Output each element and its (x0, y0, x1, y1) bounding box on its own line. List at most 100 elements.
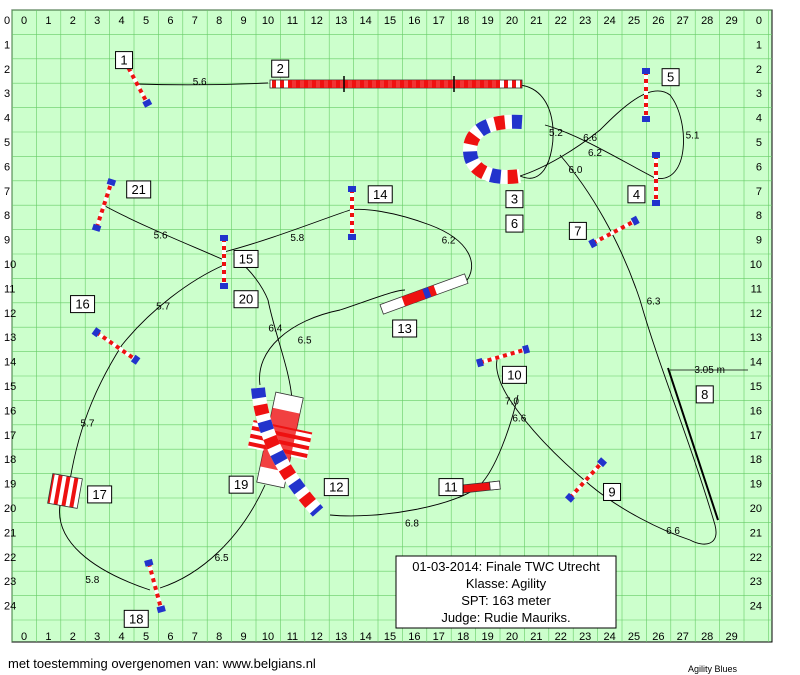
x-tick-label: 23 (579, 631, 591, 643)
dog-path (59, 82, 717, 591)
x-tick-label: 7 (192, 15, 198, 27)
number-box (233, 249, 259, 268)
x-tick-label: 9 (241, 631, 247, 643)
x-tick-label: 28 (701, 631, 713, 643)
tunnel-3-6 (462, 114, 523, 184)
x-tick-label: 14 (359, 15, 371, 27)
x-tick-label: 10 (262, 631, 274, 643)
y-tick-label: 23 (750, 576, 762, 588)
y-tick-label: 21 (4, 527, 16, 539)
x-tick-label: 1 (45, 15, 51, 27)
number-box (271, 59, 290, 78)
y-tick-label: 0 (4, 15, 10, 27)
obstacle-number-16: 16 (70, 295, 96, 314)
number-label: 5 (667, 70, 674, 85)
y-tick-label: 12 (750, 308, 762, 320)
obstacle-number-13: 13 (392, 319, 418, 338)
number-box (126, 180, 152, 199)
obstacle-13 (379, 273, 469, 315)
y-tick-label: 9 (4, 235, 10, 247)
number-label: 21 (131, 182, 145, 197)
info-line-3: SPT: 163 meter (461, 593, 551, 608)
x-tick-label: 14 (359, 631, 371, 643)
number-label: 20 (239, 292, 253, 307)
x-tick-label: 20 (506, 631, 518, 643)
y-tick-label: 14 (750, 357, 762, 369)
number-label: 8 (701, 387, 708, 402)
number-box (228, 475, 254, 494)
y-tick-label: 8 (4, 210, 10, 222)
number-label: 15 (239, 251, 253, 266)
obstacle-number-4: 4 (627, 185, 646, 204)
x-tick-label: 19 (481, 631, 493, 643)
y-tick-label: 2 (756, 64, 762, 76)
distance-label: 6.6 (512, 414, 526, 425)
distance-label: 5.1 (686, 131, 700, 142)
info-line-2: Klasse: Agility (466, 576, 547, 591)
y-tick-label: 22 (4, 552, 16, 564)
number-label: 14 (373, 187, 387, 202)
number-box (501, 365, 527, 384)
x-tick-label: 21 (530, 631, 542, 643)
y-tick-label: 14 (4, 357, 16, 369)
x-tick-label: 22 (555, 15, 567, 27)
brand-text: Agility Blues (688, 664, 738, 674)
x-tick-label: 12 (311, 15, 323, 27)
number-label: 13 (397, 321, 411, 336)
number-box (323, 478, 349, 497)
obstacle-number-2: 2 (271, 59, 290, 78)
y-tick-label: 18 (4, 454, 16, 466)
y-tick-label: 24 (750, 601, 762, 613)
number-label: 7 (574, 223, 581, 238)
obstacle-number-1: 1 (115, 51, 134, 70)
distance-label: 3.05 m (694, 365, 725, 376)
x-tick-label: 21 (530, 15, 542, 27)
y-tick-label: 17 (750, 430, 762, 442)
number-box (603, 482, 622, 501)
x-tick-label: 24 (603, 631, 615, 643)
number-box (695, 385, 714, 404)
y-tick-label: 5 (4, 137, 10, 149)
x-tick-label: 29 (725, 631, 737, 643)
obstacle-number-20: 20 (233, 290, 259, 309)
x-tick-label: 25 (628, 15, 640, 27)
number-box (123, 609, 149, 628)
credit-text: met toestemming overgenomen van: www.bel… (8, 656, 316, 671)
y-tick-label: 7 (756, 186, 762, 198)
distance-label: 5.2 (549, 128, 563, 139)
number-box (392, 319, 418, 338)
obstacle-number-10: 10 (501, 365, 527, 384)
distance-label: 6.6 (666, 526, 680, 537)
distance-label: 6.2 (442, 236, 456, 247)
y-tick-label: 6 (4, 161, 10, 173)
obstacle-number-6: 6 (505, 214, 524, 233)
y-tick-label: 1 (756, 39, 762, 51)
distance-label: 5.6 (154, 231, 168, 242)
info-box: 01-03-2014: Finale TWC Utrecht Klasse: A… (395, 555, 617, 629)
x-tick-label: 11 (287, 15, 298, 27)
number-label: 6 (511, 216, 518, 231)
x-tick-label: 4 (119, 631, 125, 643)
x-tick-label: 15 (384, 631, 396, 643)
y-tick-label: 6 (756, 161, 762, 173)
x-tick-label: 9 (241, 15, 247, 27)
number-box (505, 214, 524, 233)
distance-label: 5.8 (85, 575, 99, 586)
x-tick-label: 20 (506, 15, 518, 27)
number-label: 16 (75, 297, 89, 312)
x-tick-label: 26 (652, 631, 664, 643)
x-tick-label: 17 (433, 15, 445, 27)
number-box (87, 485, 113, 504)
x-tick-label: 12 (311, 631, 323, 643)
number-box (661, 68, 680, 87)
dogwalk-2 (269, 76, 523, 92)
y-tick-label: 11 (751, 283, 762, 295)
y-tick-label: 4 (4, 113, 10, 125)
distance-label: 6.2 (588, 148, 602, 159)
distance-label: 6.3 (647, 297, 661, 308)
number-box (115, 51, 134, 70)
x-tick-label: 5 (143, 15, 149, 27)
